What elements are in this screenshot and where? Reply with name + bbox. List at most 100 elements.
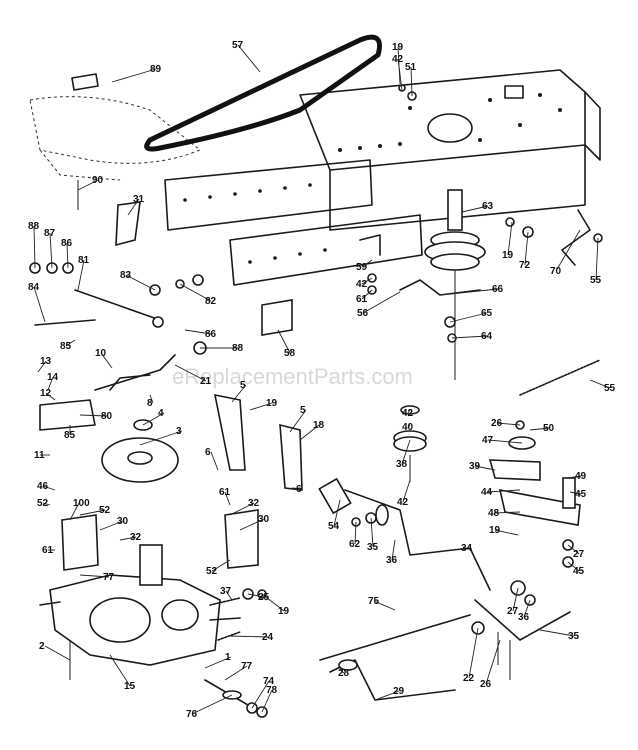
spring-25 [209, 597, 241, 606]
part-callout: 21 [200, 376, 212, 387]
leader-line [493, 511, 521, 514]
leader-line [449, 312, 488, 323]
part-callout: 54 [328, 521, 340, 532]
part-callout: 61 [219, 487, 231, 498]
body-panel [29, 73, 201, 181]
rods-28-22 [319, 614, 471, 701]
part-callout: 32 [248, 498, 260, 509]
leader-line [79, 574, 110, 578]
part-callout: 86 [61, 238, 73, 249]
lever-linkage-81 [34, 289, 176, 431]
leader-line [109, 654, 131, 687]
part-callout: 87 [44, 228, 56, 239]
part-callout: 36 [386, 555, 398, 566]
part-callout: 37 [220, 586, 232, 597]
part-callout: 42 [397, 497, 409, 508]
leader-line [224, 491, 231, 506]
leader-line [277, 329, 291, 354]
leader-line [512, 587, 519, 612]
part-callout: 45 [573, 566, 585, 577]
leader-line [251, 680, 270, 709]
idler-bracket-48 [488, 436, 581, 526]
leader-line [149, 394, 154, 404]
part-callout: 22 [463, 673, 475, 684]
leader-line [37, 360, 47, 373]
part-callout: 30 [258, 514, 270, 525]
leader-line [179, 283, 212, 302]
leader-line [397, 58, 403, 91]
leader-line [524, 231, 529, 266]
leader-line [461, 205, 489, 213]
leader-line [354, 521, 357, 545]
leader-line [539, 629, 575, 637]
leader-line [370, 517, 374, 548]
part-callout: 25 [258, 592, 270, 603]
part-callout: 55 [604, 383, 616, 394]
leader-line [174, 364, 207, 382]
brackets-5 [213, 393, 303, 491]
leader-line [66, 242, 69, 269]
spring-2 [217, 631, 241, 641]
leader-line [139, 430, 183, 446]
part-callout: 52 [99, 505, 111, 516]
leader-line [373, 600, 396, 611]
part-callout: 62 [349, 539, 361, 550]
part-callout: 19 [502, 250, 514, 261]
leader-line [111, 68, 157, 83]
leader-line [231, 384, 247, 403]
leader-line [247, 593, 265, 598]
rod-59 [359, 234, 381, 256]
leader-line [42, 485, 56, 491]
part-callout: 46 [37, 481, 49, 492]
part-callout: 42 [392, 54, 404, 65]
leader-line [333, 499, 341, 527]
part-callout: 80 [101, 411, 113, 422]
leader-line [523, 599, 531, 618]
part-callout: 11 [34, 450, 45, 461]
part-callout: 61 [42, 545, 54, 556]
leader-line [339, 669, 345, 674]
part-callout: 48 [488, 508, 500, 519]
part-callout: 49 [575, 471, 587, 482]
part-callout: 58 [284, 348, 296, 359]
leader-line [407, 409, 411, 414]
leader-line [402, 479, 411, 503]
part-callout: 42 [402, 408, 414, 419]
leader-line [47, 376, 54, 391]
part-callout: 78 [266, 685, 278, 696]
part-callout: 77 [241, 661, 253, 672]
leader-line [507, 221, 513, 256]
leader-line [239, 518, 265, 531]
part-callout: 5 [300, 405, 306, 416]
part-callout: 88 [28, 221, 40, 232]
part-callout: 36 [518, 612, 530, 623]
rod-66 [399, 279, 481, 296]
leader-line [99, 520, 124, 531]
leader-line [100, 352, 113, 369]
part-callout: 27 [573, 549, 585, 560]
leader-line [468, 627, 479, 679]
part-callout: 12 [40, 388, 52, 399]
part-callout: 100 [73, 498, 90, 509]
part-callout: 24 [262, 632, 274, 643]
bracket-70 [561, 209, 591, 266]
bracket-58 [261, 299, 293, 336]
brackets-30 [61, 509, 259, 571]
leader-line [33, 286, 46, 323]
part-callout: 1 [225, 652, 231, 663]
part-callout: 85 [64, 430, 76, 441]
part-callout: 39 [469, 461, 481, 472]
part-callout: 65 [481, 308, 493, 319]
leader-line [77, 259, 85, 291]
pulley-3 [101, 419, 179, 483]
part-callout: 70 [550, 266, 562, 277]
part-callout: 83 [120, 270, 132, 281]
leader-line [45, 392, 56, 401]
leader-line [410, 66, 413, 97]
part-callout: 86 [205, 329, 217, 340]
part-callout: 56 [357, 308, 369, 319]
leader-line [184, 329, 212, 335]
leader-line [494, 529, 519, 536]
leader-line [289, 409, 307, 433]
